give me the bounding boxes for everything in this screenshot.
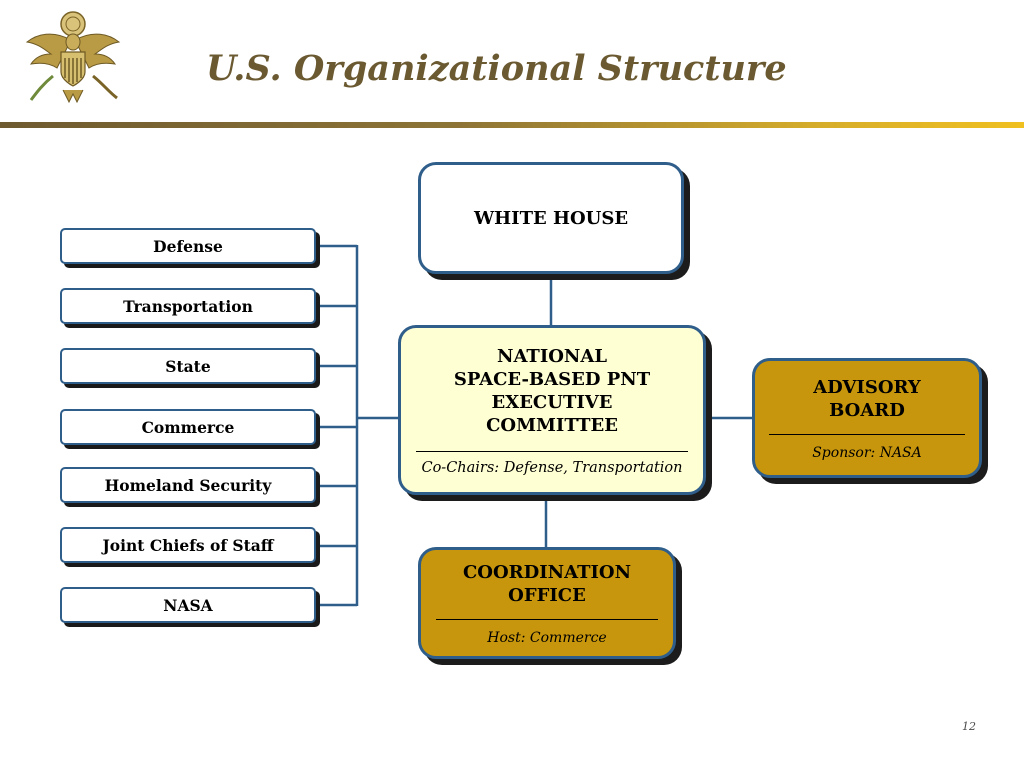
page-number: 12 [962, 720, 976, 733]
us-seal-icon [25, 11, 121, 104]
title-rule [0, 122, 1024, 128]
coordination-line-1: COORDINATION [462, 561, 632, 583]
dept-homeland-security: Homeland Security [60, 467, 316, 503]
committee-line-3: EXECUTIVE [491, 391, 613, 413]
dept-defense: Defense [60, 228, 316, 264]
dept-commerce: Commerce [60, 409, 316, 445]
executive-committee-box: NATIONAL SPACE-BASED PNT EXECUTIVE COMMI… [398, 325, 706, 495]
committee-co-chairs: Co-Chairs: Defense, Transportation [421, 459, 683, 476]
white-house-label: WHITE HOUSE [473, 207, 629, 229]
dept-transportation: Transportation [60, 288, 316, 324]
dept-joint-chiefs-of-staff: Joint Chiefs of Staff [60, 527, 316, 563]
white-house-box: WHITE HOUSE [418, 162, 684, 274]
coordination-divider [436, 618, 658, 620]
dept-nasa: NASA [60, 587, 316, 623]
dept-state: State [60, 348, 316, 384]
advisory-line-2: BOARD [829, 399, 905, 421]
committee-line-4: COMMITTEE [486, 414, 618, 436]
coordination-host: Host: Commerce [487, 629, 607, 646]
advisory-board-box: ADVISORY BOARD Sponsor: NASA [752, 358, 982, 478]
advisory-sponsor: Sponsor: NASA [812, 444, 922, 461]
advisory-divider [769, 433, 965, 435]
slide-title: U.S. Organizational Structure [206, 48, 787, 89]
coordination-line-2: OFFICE [508, 584, 586, 606]
committee-line-1: NATIONAL [496, 345, 607, 367]
committee-divider [416, 450, 688, 452]
coordination-office-box: COORDINATION OFFICE Host: Commerce [418, 547, 676, 659]
advisory-line-1: ADVISORY [813, 376, 921, 398]
committee-line-2: SPACE-BASED PNT [453, 368, 651, 390]
